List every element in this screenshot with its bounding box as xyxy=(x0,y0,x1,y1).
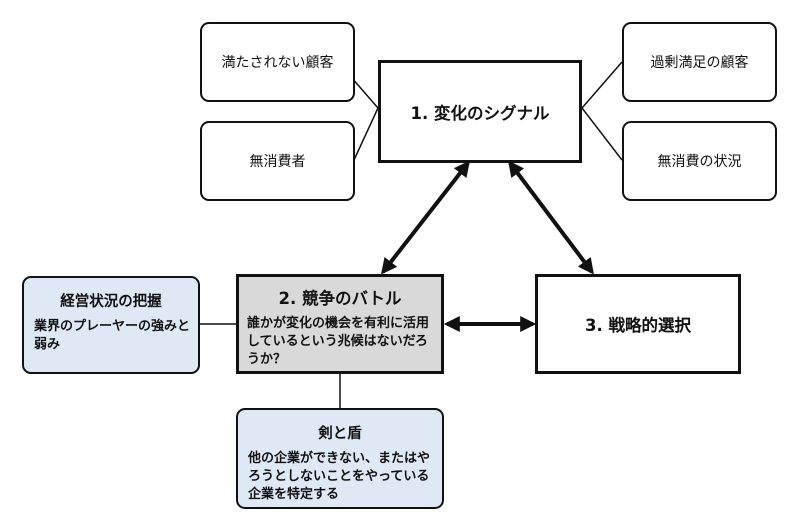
grasp-text: 業界のプレーヤーの強みと弱み xyxy=(34,319,191,352)
arrow-signals-battle xyxy=(381,160,470,275)
battle-text: 誰かが変化の機会を有利に活用しているという兆候はないだろうか？ xyxy=(247,316,430,367)
battle-title: 2. 競争のバトル xyxy=(278,289,402,308)
nonconsumption-box: 無消費の状況 xyxy=(622,121,777,201)
sword-shield-box: 剣と盾 他の企業ができない、またはやろうとしないことをやっている企業を特定する xyxy=(236,408,444,509)
arrow-signals-strategic xyxy=(508,160,594,275)
grasp-box: 経営状況の把握 業界のプレーヤーの強みと弱み xyxy=(22,276,200,374)
grasp-title: 経営状況の把握 xyxy=(60,294,162,310)
sword-shield-text: 他の企業ができない、またはやろうとしないことをやっている企業を特定する xyxy=(248,451,431,502)
connector-nonconsumption-signals xyxy=(581,107,623,161)
overserved-customers-label: 過剰満足の顧客 xyxy=(650,55,749,71)
signals-label: 1. 変化のシグナル xyxy=(410,103,550,123)
nonconsumers-label: 無消費者 xyxy=(249,154,306,170)
connector-overserved-signals xyxy=(581,61,623,109)
underserved-customers-box: 満たされない顧客 xyxy=(200,22,355,102)
nonconsumers-box: 無消費者 xyxy=(200,121,355,201)
strategic-choice-box: 3. 戦略的選択 xyxy=(535,274,741,374)
overserved-customers-box: 過剰満足の顧客 xyxy=(622,22,777,102)
nonconsumption-label: 無消費の状況 xyxy=(657,154,742,170)
connector-nonconsumers-signals xyxy=(353,107,379,161)
sword-shield-title: 剣と盾 xyxy=(318,426,362,442)
signals-box: 1. 変化のシグナル xyxy=(378,60,582,163)
battle-box: 2. 競争のバトル 誰かが変化の機会を有利に活用しているという兆候はないだろうか… xyxy=(236,274,444,374)
strategic-choice-label: 3. 戦略的選択 xyxy=(585,316,691,335)
underserved-customers-label: 満たされない顧客 xyxy=(221,55,334,71)
